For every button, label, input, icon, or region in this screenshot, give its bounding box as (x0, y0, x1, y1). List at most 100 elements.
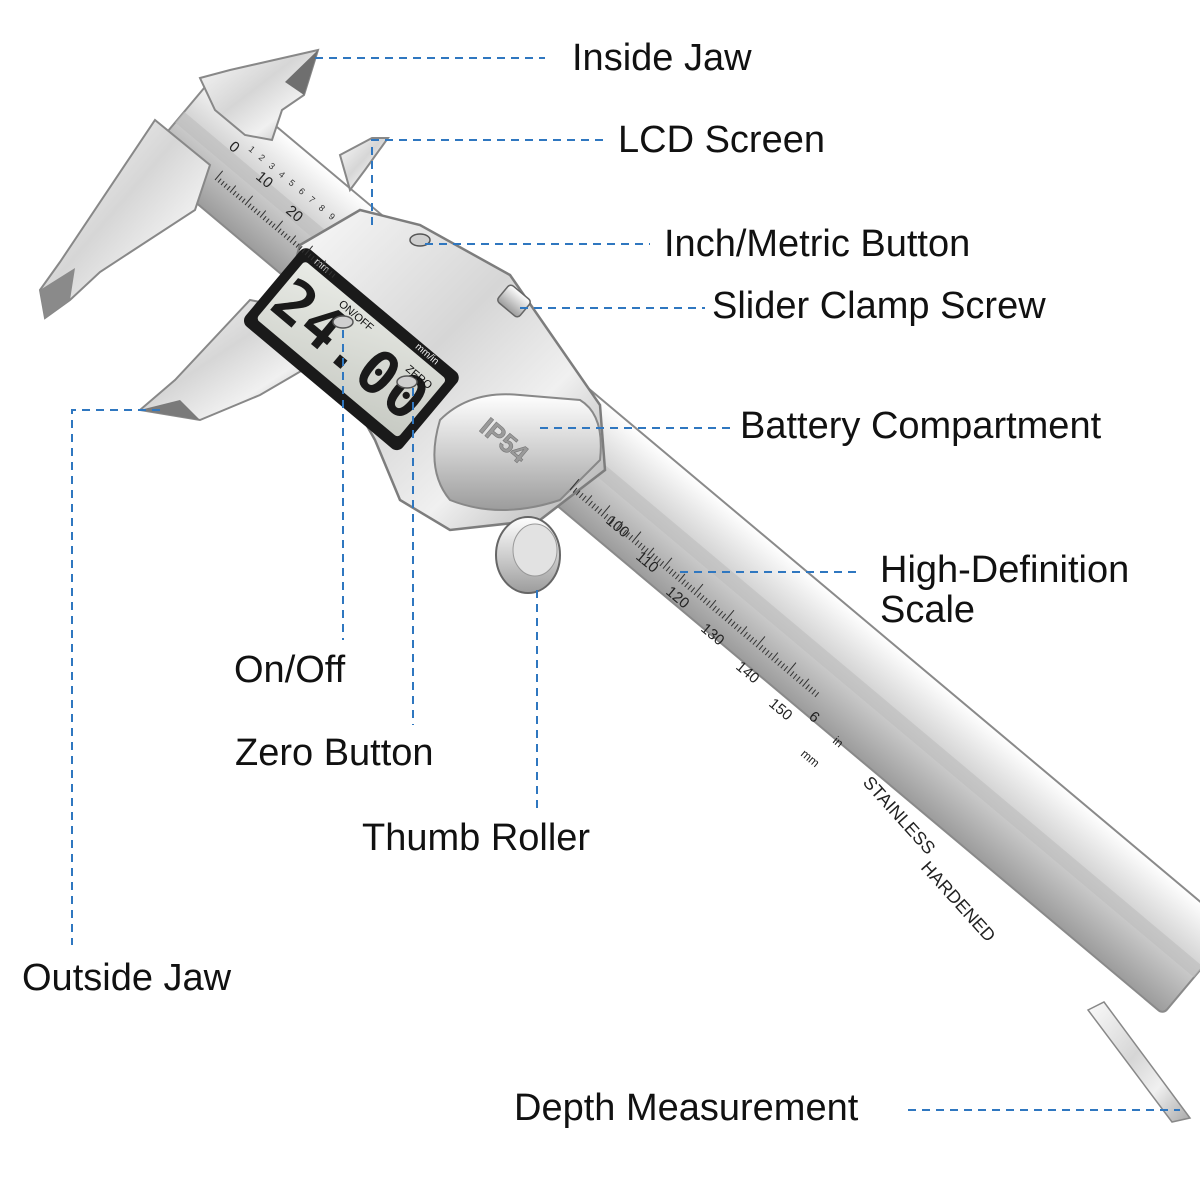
outside-jaw-shape (38, 118, 212, 320)
label-battery-compartment: Battery Compartment (740, 405, 1102, 447)
scale-tick (609, 519, 615, 525)
scale-tick (795, 676, 801, 682)
scale-tick (662, 557, 673, 569)
inside-jaw-shape (198, 48, 390, 193)
scale-tick (220, 180, 225, 186)
scale-tick (295, 243, 300, 248)
scale-tick (724, 609, 735, 622)
scale-tick (681, 579, 686, 585)
scale-tick (792, 673, 798, 679)
scale-tick (606, 516, 612, 522)
scale-tick (619, 526, 624, 533)
scale-tick (808, 686, 813, 693)
scale-tick (331, 273, 336, 278)
scale-tick (241, 198, 246, 203)
thumb-roller[interactable] (495, 516, 561, 594)
scale-tick (780, 663, 786, 669)
inch-digit: 9 (327, 211, 337, 222)
label-outside-jaw: Outside Jaw (22, 957, 232, 999)
scale-tick (307, 253, 312, 258)
scale-tick (684, 582, 689, 588)
inch-digit: 6 (297, 186, 307, 197)
scale-tick (597, 508, 603, 514)
scale-tick (786, 662, 797, 674)
scale-tick (244, 195, 254, 206)
inch-digit: 8 (317, 203, 327, 214)
inch-digit: 1 (247, 144, 257, 155)
scale-tick (283, 233, 288, 238)
scale-tick (250, 205, 255, 211)
scale-tick (591, 503, 596, 509)
scale-tick (702, 597, 708, 603)
battery-compartment: IP54 (433, 393, 602, 511)
scale-tick (616, 521, 624, 530)
scale-tick (761, 647, 767, 653)
scale-tick (259, 210, 267, 218)
inch-digit: 5 (287, 177, 297, 188)
scale-tick (721, 613, 727, 619)
scale-tick (746, 634, 751, 640)
scale-tick (706, 600, 711, 606)
scale-tick (678, 573, 686, 583)
scale-tick (727, 618, 733, 624)
scale-tick (289, 235, 297, 243)
scale-tick (301, 248, 306, 253)
label-zero-button: Zero Button (235, 732, 434, 774)
scale-tick (319, 260, 327, 268)
scale-tick (640, 545, 646, 551)
scale-tick (811, 689, 817, 695)
scale-tick (644, 547, 649, 554)
scale-tick (569, 478, 580, 491)
scale-tick (325, 268, 330, 273)
label-high-definition-scale-1: High-Definition (880, 549, 1130, 591)
scale-tick (256, 210, 261, 216)
scale-tick (298, 245, 303, 251)
scale-tick (292, 240, 297, 246)
scale-tick (585, 495, 593, 504)
leader-lines (71, 57, 1180, 1111)
scale-tick (768, 652, 773, 658)
scale-tick (805, 684, 810, 690)
scale-tick (752, 639, 758, 645)
scale-tick (647, 547, 655, 556)
scale-tick (814, 692, 820, 698)
scale-tick (668, 568, 674, 575)
scale-tick (217, 178, 222, 183)
leader-outside-jaw (71, 409, 160, 945)
scale-tick (733, 623, 739, 630)
scale-tick (777, 660, 782, 666)
scale-tick (226, 185, 231, 191)
engraving-hardened: HARDENED (917, 857, 999, 945)
scale-tick (277, 228, 282, 233)
scale-tick (214, 170, 224, 181)
scale-tick (313, 258, 318, 263)
scale-tick (656, 558, 662, 564)
scale-tick (613, 521, 618, 527)
scale-tick (802, 678, 810, 687)
scale-tick (628, 534, 634, 541)
scale-tick (634, 540, 640, 546)
scale-tick (637, 542, 643, 548)
scale-tick (764, 650, 770, 656)
depth-rod (1086, 1001, 1192, 1123)
scale-tick (572, 487, 578, 493)
label-on-off: On/Off (234, 649, 346, 691)
scale-tick (316, 260, 321, 266)
scale-tick (653, 555, 658, 562)
leader-lcd-screen (371, 139, 605, 225)
scale-tick (709, 599, 717, 609)
scale-tick (774, 657, 779, 664)
scale-tick (789, 671, 795, 677)
scale-tick (600, 505, 611, 517)
scale-tick (625, 532, 631, 538)
scale-tick (665, 566, 671, 572)
scale-tick (588, 500, 593, 507)
scale-tick (690, 587, 696, 593)
scale-tick (223, 183, 228, 188)
inch-digit: 2 (257, 152, 267, 163)
scale-tick (262, 215, 267, 221)
scale-tick (783, 665, 789, 672)
scale-tick (253, 208, 258, 213)
scale-tick (755, 636, 766, 648)
scale-tick (743, 631, 748, 638)
